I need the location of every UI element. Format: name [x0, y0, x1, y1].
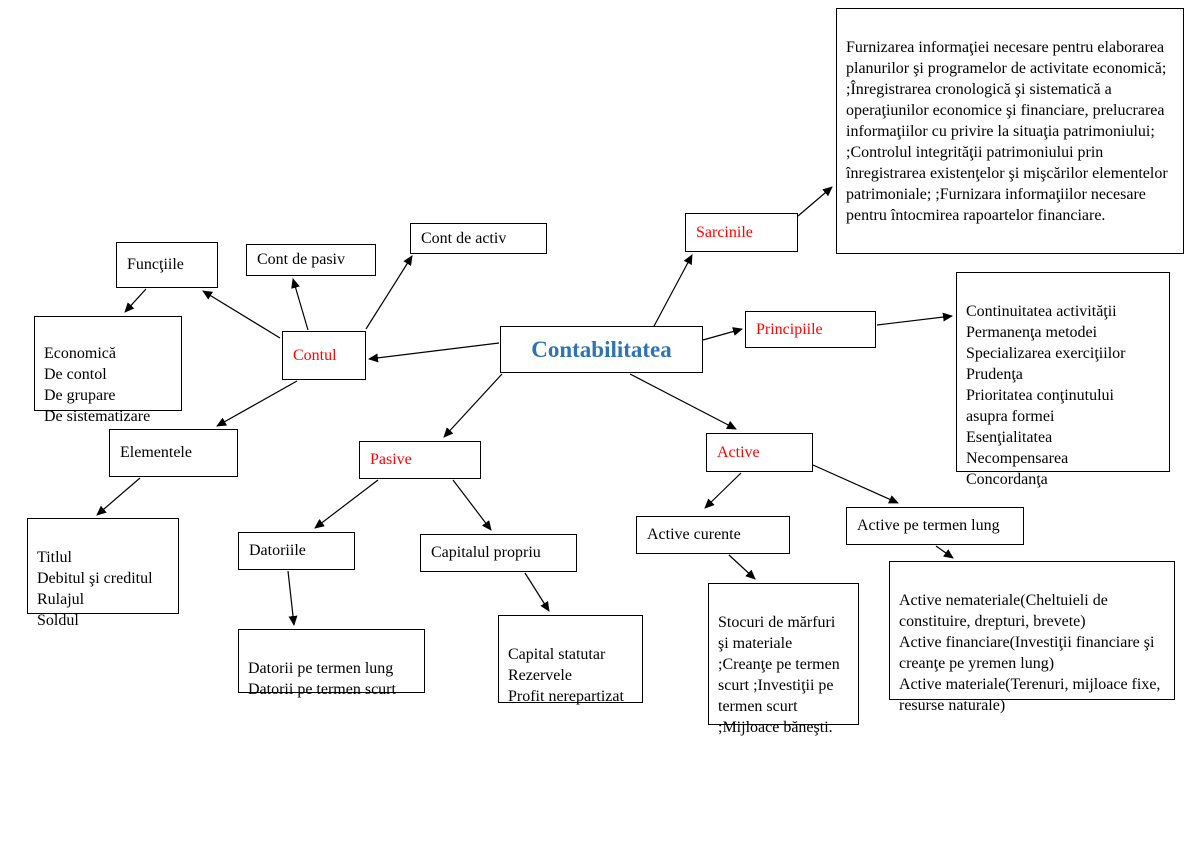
- node-principiile: Principiile: [745, 311, 876, 348]
- textbox-functii-list: Economică De contol De grupare De sistem…: [34, 316, 182, 425]
- node-contabilitatea-label: Contabilitatea: [531, 336, 672, 362]
- arrow-principiile-to-principii-list: [876, 312, 953, 326]
- node-pasive: Pasive: [359, 441, 481, 479]
- node-cont-de-pasiv: Cont de pasiv: [246, 244, 376, 276]
- node-cont-de-pasiv-label: Cont de pasiv: [257, 251, 345, 268]
- arrow-contabilitatea-to-contul: [368, 342, 500, 363]
- node-capitalul-propriu: Capitalul propriu: [420, 534, 577, 572]
- arrow-contul-to-cont-de-pasiv: [291, 278, 309, 331]
- elemente-list-text: Titlul Debitul şi creditul Rulajul Soldu…: [37, 549, 153, 629]
- node-contul: Contul: [282, 331, 366, 380]
- textbox-capital-list: Capital statutar Rezervele Profit nerepa…: [498, 615, 643, 705]
- arrow-contabilitatea-to-pasive: [443, 373, 503, 438]
- arrow-active-to-active-pe-termen-lung: [812, 464, 899, 504]
- arrow-contul-to-elementele: [216, 380, 298, 427]
- active-termen-lung-detail-text: Active nemateriale(Cheltuieli de constit…: [899, 592, 1161, 714]
- arrow-active-to-active-curente: [704, 472, 742, 509]
- arrow-contul-to-cont-de-activ: [365, 255, 413, 330]
- node-active-curente: Active curente: [636, 516, 790, 554]
- sarcini-detail-text: Furnizarea informaţiei necesare pentru e…: [846, 39, 1168, 224]
- node-principiile-label: Principiile: [756, 320, 823, 338]
- node-elementele: Elementele: [109, 429, 238, 477]
- arrow-contabilitatea-to-principiile: [702, 327, 743, 341]
- arrow-active-pe-termen-lung-to-active-lung-list: [935, 545, 954, 559]
- textbox-elemente-list: Titlul Debitul şi creditul Rulajul Soldu…: [27, 518, 179, 629]
- textbox-active-curente-detail: Stocuri de mărfuri şi materiale ;Creanţe…: [708, 583, 859, 736]
- functii-list-text: Economică De contol De grupare De sistem…: [44, 345, 151, 425]
- arrow-contabilitatea-to-active: [629, 373, 737, 430]
- arrow-functiile-to-functii-list: [124, 288, 147, 313]
- node-functiile-label: Funcţiile: [127, 256, 184, 273]
- node-cont-de-activ: Cont de activ: [410, 223, 547, 254]
- node-datoriile: Datoriile: [238, 532, 355, 570]
- arrow-datoriile-to-datorii-list: [287, 570, 298, 626]
- node-active-curente-label: Active curente: [647, 526, 741, 543]
- textbox-sarcini-detail: Furnizarea informaţiei necesare pentru e…: [836, 8, 1184, 254]
- arrow-elementele-to-elemente-list: [96, 477, 141, 516]
- textbox-datorii-list: Datorii pe termen lung Datorii pe termen…: [238, 629, 425, 698]
- node-active-pe-termen-lung-label: Active pe termen lung: [857, 517, 1000, 534]
- arrow-contabilitatea-to-sarcinile: [652, 254, 693, 329]
- node-capitalul-propriu-label: Capitalul propriu: [431, 544, 541, 561]
- node-active: Active: [706, 433, 813, 472]
- node-cont-de-activ-label: Cont de activ: [421, 229, 507, 247]
- node-sarcinile-label: Sarcinile: [696, 223, 753, 241]
- capital-list-text: Capital statutar Rezervele Profit nerepa…: [508, 646, 624, 705]
- arrow-active-curente-to-stocuri-list: [728, 554, 756, 580]
- node-functiile: Funcţiile: [116, 242, 218, 288]
- node-sarcinile: Sarcinile: [685, 213, 798, 252]
- node-datoriile-label: Datoriile: [249, 542, 306, 559]
- datorii-list-text: Datorii pe termen lung Datorii pe termen…: [248, 660, 396, 698]
- node-active-pe-termen-lung: Active pe termen lung: [846, 507, 1024, 545]
- arrow-sarcinile-to-sarcini-text: [797, 186, 833, 217]
- node-contul-label: Contul: [293, 346, 337, 364]
- node-elementele-label: Elementele: [120, 444, 192, 461]
- arrow-capitalul-propriu-to-capital-list: [524, 572, 550, 612]
- arrow-pasive-to-datoriile: [314, 479, 379, 529]
- active-curente-detail-text: Stocuri de mărfuri şi materiale ;Creanţe…: [718, 614, 840, 736]
- arrow-contul-to-functiile: [202, 290, 281, 339]
- node-active-label: Active: [717, 443, 760, 461]
- textbox-principii-list: Continuitatea activităţii Permanenţa met…: [956, 272, 1170, 488]
- textbox-active-termen-lung-detail: Active nemateriale(Cheltuieli de constit…: [889, 561, 1175, 714]
- node-pasive-label: Pasive: [370, 451, 412, 468]
- arrow-pasive-to-capitalul-propriu: [452, 479, 492, 531]
- principii-list-text: Continuitatea activităţii Permanenţa met…: [966, 303, 1126, 488]
- node-contabilitatea: Contabilitatea: [500, 326, 703, 373]
